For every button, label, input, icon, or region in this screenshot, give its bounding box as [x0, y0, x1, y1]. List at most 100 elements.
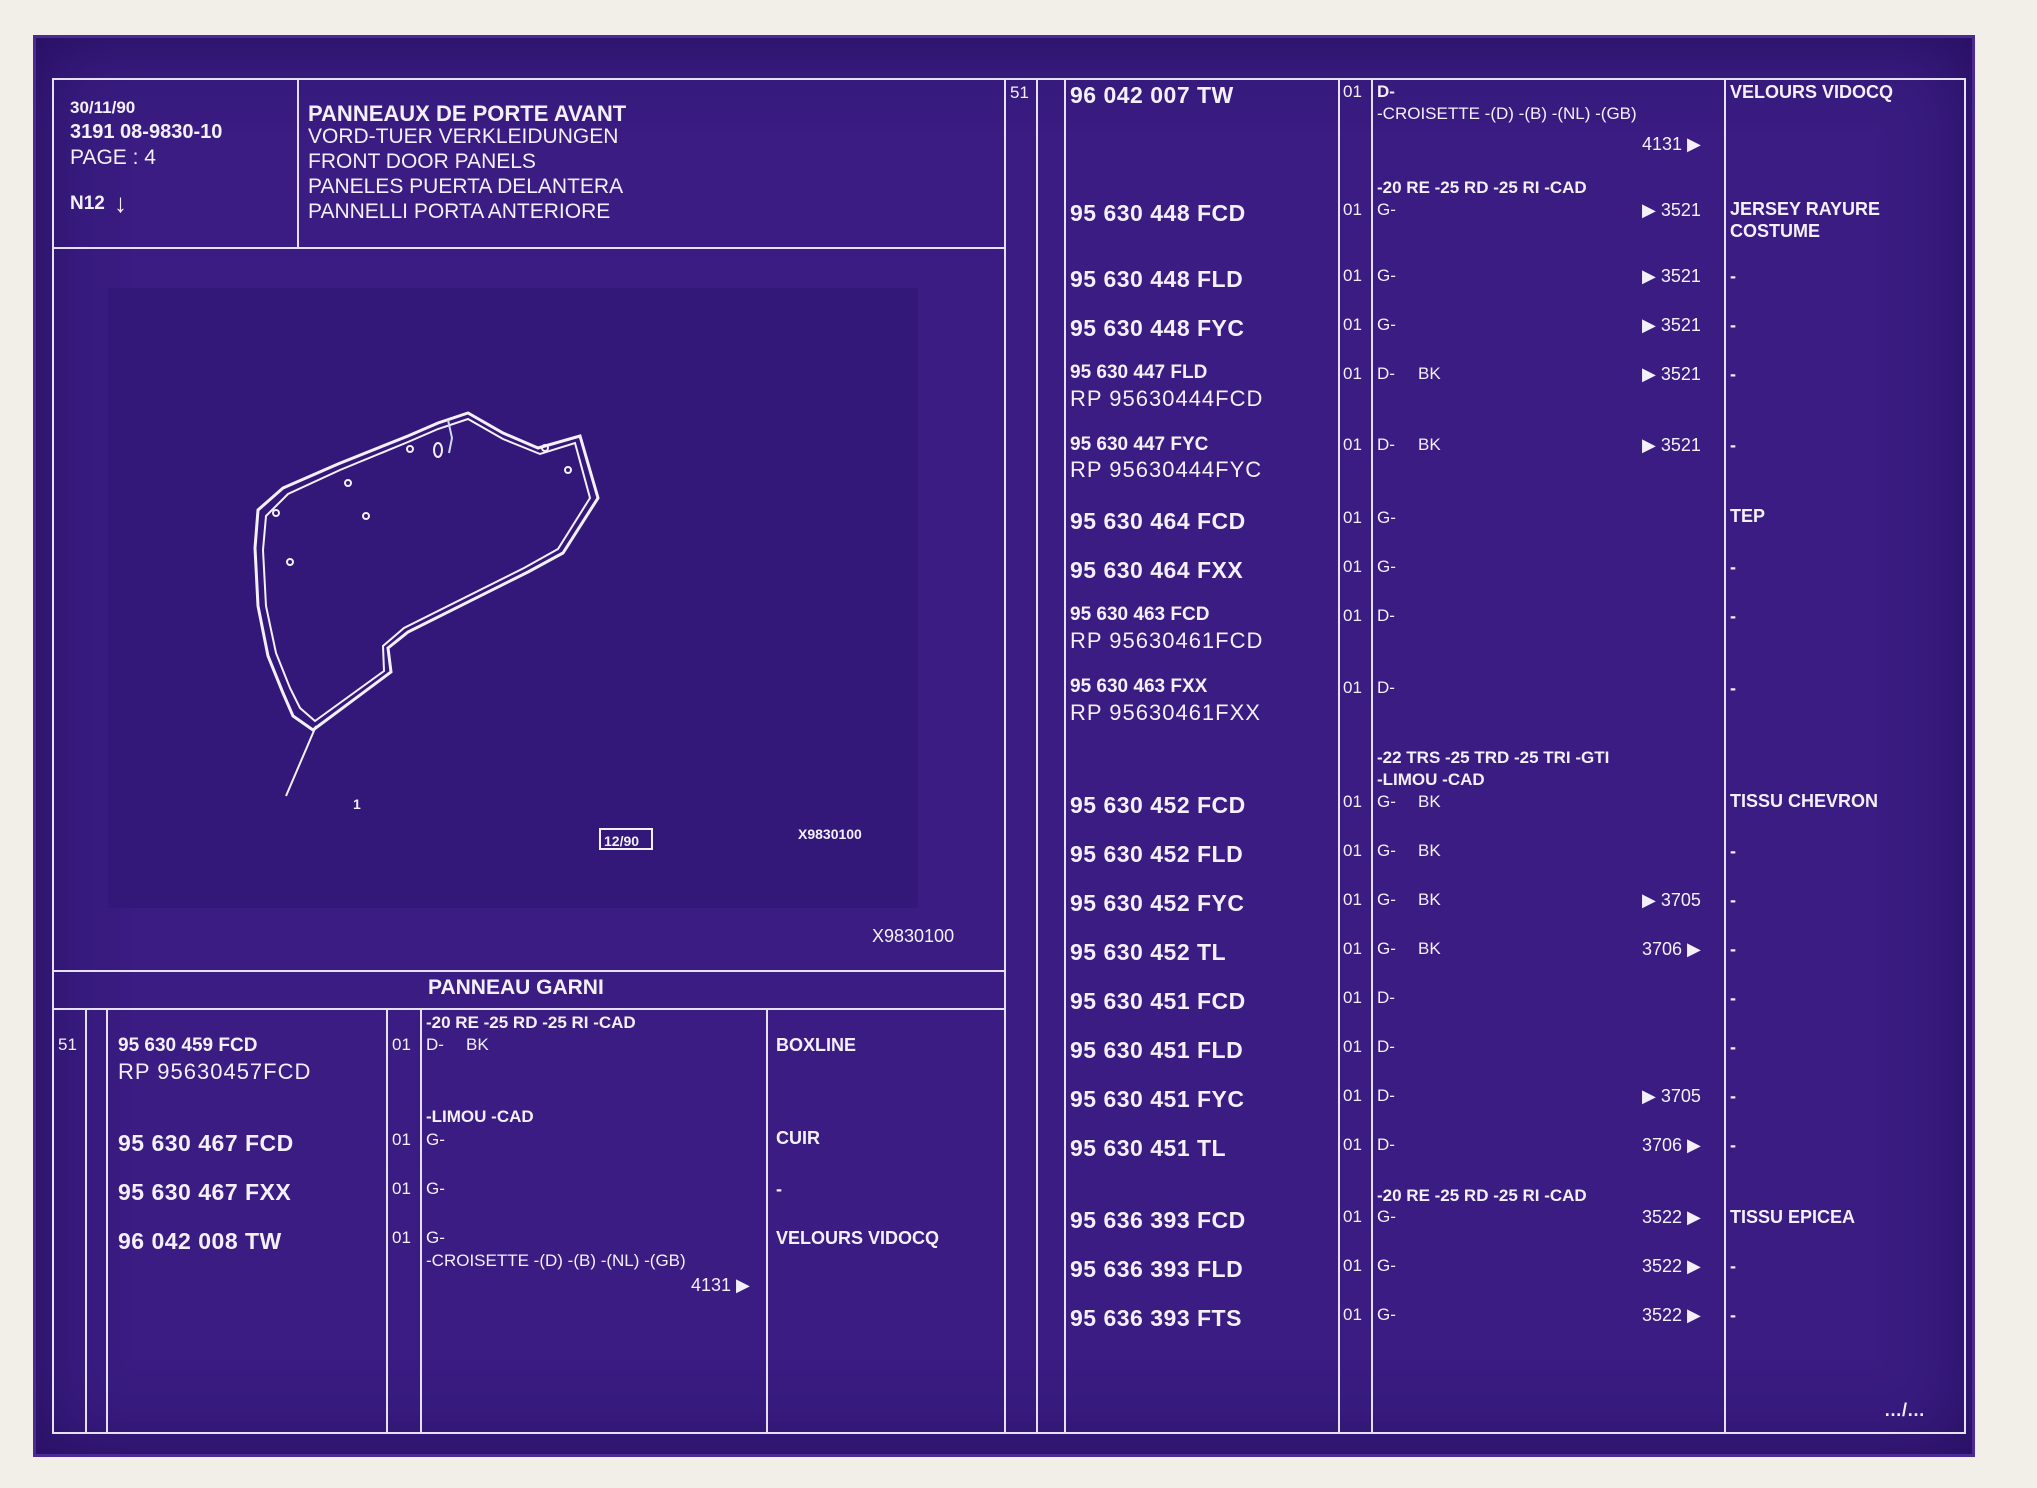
right-row-qty: 01	[1343, 1135, 1362, 1154]
right-row-description: -	[1730, 364, 1736, 384]
center-divider	[1004, 80, 1006, 1434]
right-row-side: D-	[1377, 82, 1395, 101]
right-row-description: -	[1730, 841, 1736, 861]
right-row-description: -	[1730, 1135, 1736, 1155]
right-row-description: -	[1730, 557, 1736, 577]
right-row-side: G-	[1377, 890, 1396, 909]
left-col-line	[386, 1008, 388, 1434]
left-item-number: 51	[58, 1035, 77, 1054]
right-row-side: D-	[1377, 678, 1395, 697]
right-row-part-number: 95 630 463 FCD	[1070, 604, 1210, 625]
header-reference: 3191 08-9830-10	[70, 121, 223, 143]
left-row-reference: 4131 ▶	[691, 1275, 750, 1295]
right-row-side: G-	[1377, 557, 1396, 576]
fixing-hole	[564, 466, 572, 474]
header-subtitle-it: PANNELLI PORTA ANTERIORE	[308, 200, 611, 223]
right-row-part-number: 95 630 451 FCD	[1070, 988, 1246, 1014]
left-row-description: BOXLINE	[776, 1035, 857, 1055]
header-nav: N12	[70, 193, 105, 214]
right-row-qty: 01	[1343, 1207, 1362, 1226]
right-row-qty: 01	[1343, 435, 1362, 454]
right-row-qty: 01	[1343, 557, 1362, 576]
right-row-part-number: 95 630 452 TL	[1070, 939, 1227, 965]
diagram-area: 1 12/90 X9830100	[108, 288, 918, 908]
right-row-extra: BK	[1418, 364, 1441, 383]
right-row-side: D-	[1377, 1037, 1395, 1056]
right-row-side: D-	[1377, 1086, 1395, 1105]
fixing-hole	[541, 444, 549, 452]
right-row-part-number: 95 630 452 FYC	[1070, 890, 1245, 916]
right-row-side: D-	[1377, 435, 1395, 454]
left-row-qty: 01	[392, 1228, 411, 1247]
fixing-hole	[286, 558, 294, 566]
right-row-qty: 01	[1343, 508, 1362, 527]
fixing-hole	[344, 479, 352, 487]
left-col-line	[420, 1008, 422, 1434]
right-row-qty: 01	[1343, 1256, 1362, 1275]
right-row-reference: ▶ 3705	[1642, 1086, 1701, 1106]
right-row-extra: BK	[1418, 435, 1441, 454]
right-row-part-number: 95 630 463 FXX	[1070, 676, 1208, 697]
right-item-number: 51	[1010, 83, 1029, 102]
fixing-hole	[362, 512, 370, 520]
right-row-qty: 01	[1343, 988, 1362, 1007]
right-col-line	[1371, 80, 1373, 1434]
clip-wire	[447, 419, 454, 454]
right-row-description: -	[1730, 1086, 1736, 1106]
right-row-part-number: 95 630 464 FXX	[1070, 557, 1244, 583]
right-row-description: -	[1730, 266, 1736, 286]
arrow-down-icon: ↓	[114, 188, 127, 218]
header-page: PAGE : 4	[70, 146, 156, 169]
right-row-qty: 01	[1343, 841, 1362, 860]
right-row-part-number: 95 630 464 FCD	[1070, 508, 1246, 534]
left-table-top-rule	[52, 970, 1004, 972]
right-row-reference: 3522 ▶	[1642, 1256, 1701, 1276]
right-row-reference: 4131 ▶	[1642, 134, 1701, 154]
right-row-extra: BK	[1418, 939, 1441, 958]
right-row-qty: 01	[1343, 678, 1362, 697]
fixing-hole	[272, 509, 280, 517]
right-row-replacement: RP 95630444FCD	[1070, 386, 1264, 411]
right-row-qty: 01	[1343, 266, 1362, 285]
left-row-description: -	[776, 1179, 782, 1199]
left-row-qty: 01	[392, 1035, 411, 1054]
right-col-line	[1064, 80, 1066, 1434]
left-row-extra: BK	[466, 1035, 489, 1054]
right-row-extra: -CROISETTE -(D) -(B) -(NL) -(GB)	[1377, 104, 1637, 123]
right-row-reference: ▶ 3521	[1642, 200, 1701, 220]
right-row-side: G-	[1377, 1305, 1396, 1324]
right-row-description: -	[1730, 435, 1736, 455]
right-row-side: G-	[1377, 200, 1396, 219]
right-row-description: -	[1730, 1305, 1736, 1325]
left-table-header-rule	[52, 1008, 1004, 1010]
right-row-qty: 01	[1343, 939, 1362, 958]
right-row-description: TEP	[1730, 506, 1766, 526]
right-row-extra: BK	[1418, 890, 1441, 909]
right-row-part-number: 95 630 451 TL	[1070, 1135, 1227, 1161]
right-row-part-number: 95 630 452 FCD	[1070, 792, 1246, 818]
right-row-reference: ▶ 3521	[1642, 266, 1701, 286]
header-divider	[297, 80, 299, 248]
right-row-qty: 01	[1343, 315, 1362, 334]
header-title: PANNEAUX DE PORTE AVANT	[308, 101, 627, 126]
left-col-line	[766, 1008, 768, 1434]
header-date: 30/11/90	[70, 98, 136, 117]
right-row-reference: ▶ 3521	[1642, 315, 1701, 335]
right-row-description: -	[1730, 678, 1736, 698]
right-row-description: -	[1730, 1256, 1736, 1276]
right-row-side: G-	[1377, 266, 1396, 285]
right-row-condition: -22 TRS -25 TRD -25 TRI -GTI	[1377, 748, 1610, 767]
right-row-side: D-	[1377, 606, 1395, 625]
right-row-part-number: 95 630 447 FLD	[1070, 362, 1208, 383]
section-title: PANNEAU GARNI	[428, 976, 604, 999]
door-panel-inner-outline	[261, 417, 592, 723]
left-row-qty: 01	[392, 1179, 411, 1198]
right-row-description: -	[1730, 315, 1736, 335]
right-row-condition-2: -LIMOU -CAD	[1377, 770, 1485, 789]
right-row-condition: -20 RE -25 RD -25 RI -CAD	[1377, 178, 1587, 197]
right-row-part-number: 95 636 393 FLD	[1070, 1256, 1244, 1282]
date-box-frame	[599, 828, 653, 850]
right-row-description: -	[1730, 890, 1736, 910]
left-row-extra: -CROISETTE -(D) -(B) -(NL) -(GB)	[426, 1251, 686, 1270]
header-subtitle-es: PANELES PUERTA DELANTERA	[308, 175, 624, 198]
